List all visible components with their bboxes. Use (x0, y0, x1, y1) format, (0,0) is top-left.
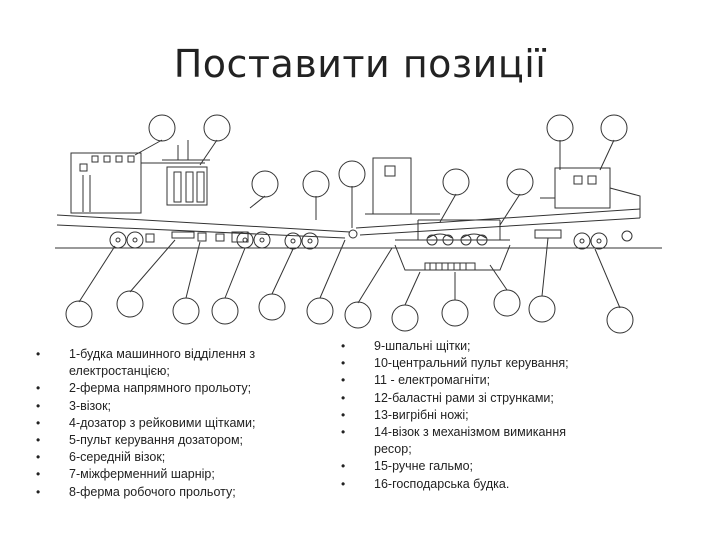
left-wheels (109, 231, 319, 250)
legend-item-text: 9-шпальні щітки; (374, 339, 471, 353)
legend-item-text: 4-дозатор з рейковими щітками; (69, 415, 256, 430)
legend-right-list: • 9-шпальні щітки; • 10-центральний пульт … (341, 338, 603, 493)
bullet: • (341, 356, 346, 371)
central-control-cab (365, 157, 440, 215)
bullet: • (36, 415, 41, 430)
legend-item: • 4-дозатор з рейковими щітками; (36, 415, 316, 432)
right-wheels (573, 230, 633, 250)
utility-cab (540, 167, 641, 218)
legend-item: • 6-середній візок; (36, 449, 316, 466)
legend-item: • 2-ферма напрямного прольоту; (36, 380, 316, 397)
legend-item-text: 8-ферма робочого прольоту; (69, 484, 236, 499)
legend-item-text: 5-пульт керування дозатором; (69, 433, 244, 448)
bullet: • (36, 433, 41, 448)
legend-item-text: 10-центральний пульт керування; (374, 356, 569, 371)
legend-item: • 9-шпальні щітки; (341, 338, 603, 355)
legend-item: • 8-ферма робочого прольоту; (36, 484, 316, 501)
bullet: • (36, 398, 41, 413)
callout-circles-top (148, 114, 628, 198)
bullet: • (341, 390, 346, 405)
bullet: • (341, 373, 346, 388)
left-machine-cab (70, 152, 205, 214)
legend-item: • 11 - електромагніти; (341, 372, 603, 389)
legend-item-text: 7-міжферменний шарнір; (69, 467, 215, 482)
legend-item-text: 1-будка машинного відділення з електрост… (69, 347, 256, 379)
legend-item-text: 15-ручне гальмо; (374, 459, 474, 474)
bullet: • (36, 381, 41, 396)
legend-item: • 12-баластні рами зі струнками; (341, 390, 603, 407)
legend-item-text: 16-господарська будка. (374, 476, 510, 491)
frame-left (56, 214, 351, 233)
bullet: • (36, 484, 41, 499)
legend-item: • 1-будка машинного відділення з електрос… (36, 346, 316, 380)
bullet: • (36, 467, 41, 482)
bullet: • (341, 407, 346, 422)
bullet: • (341, 476, 346, 491)
slide-title: Поставити позиції (173, 42, 547, 86)
legend-item: • 3-візок; (36, 398, 316, 415)
callout-leaders-bottom (78, 237, 621, 309)
legend-left-list: • 1-будка машинного відділення з електрос… (36, 346, 316, 501)
bullet: • (36, 347, 41, 361)
bullet: • (341, 425, 346, 440)
callout-leaders-top (134, 139, 615, 228)
legend-item-text: 13-вигрібні ножі; (374, 407, 469, 422)
dispenser-unit (162, 140, 210, 206)
bullet: • (341, 459, 346, 474)
legend-item: • 14-візок з механізмом вимикання ресор; (341, 424, 603, 458)
bullet: • (36, 450, 41, 465)
legend-item-text: 3-візок; (69, 398, 112, 413)
legend-item: • 7-міжферменний шарнір; (36, 466, 316, 483)
legend-item: • 5-пульт керування дозатором; (36, 432, 316, 449)
legend-item-text: 14-візок з механізмом вимикання ресор; (374, 425, 566, 457)
callout-circles-bottom (65, 289, 634, 334)
legend-item-text: 11 - електромагніти; (374, 373, 491, 388)
legend-item: • 16-господарська будка. (341, 476, 603, 493)
brushes (424, 262, 476, 271)
legend-item: • 13-вигрібні ножі; (341, 407, 603, 424)
bullet: • (341, 339, 346, 353)
legend-item-text: 2-ферма напрямного прольоту; (69, 381, 252, 396)
legend-item: • 10-центральний пульт керування; (341, 355, 603, 372)
frame-right (355, 208, 641, 229)
inter-truss-hinge (348, 229, 358, 239)
legend-item-text: 6-середній візок; (69, 450, 166, 465)
legend-item: • 15-ручне гальмо; (341, 458, 603, 475)
legend-item-text: 12-баластні рами зі струнками; (374, 390, 554, 405)
